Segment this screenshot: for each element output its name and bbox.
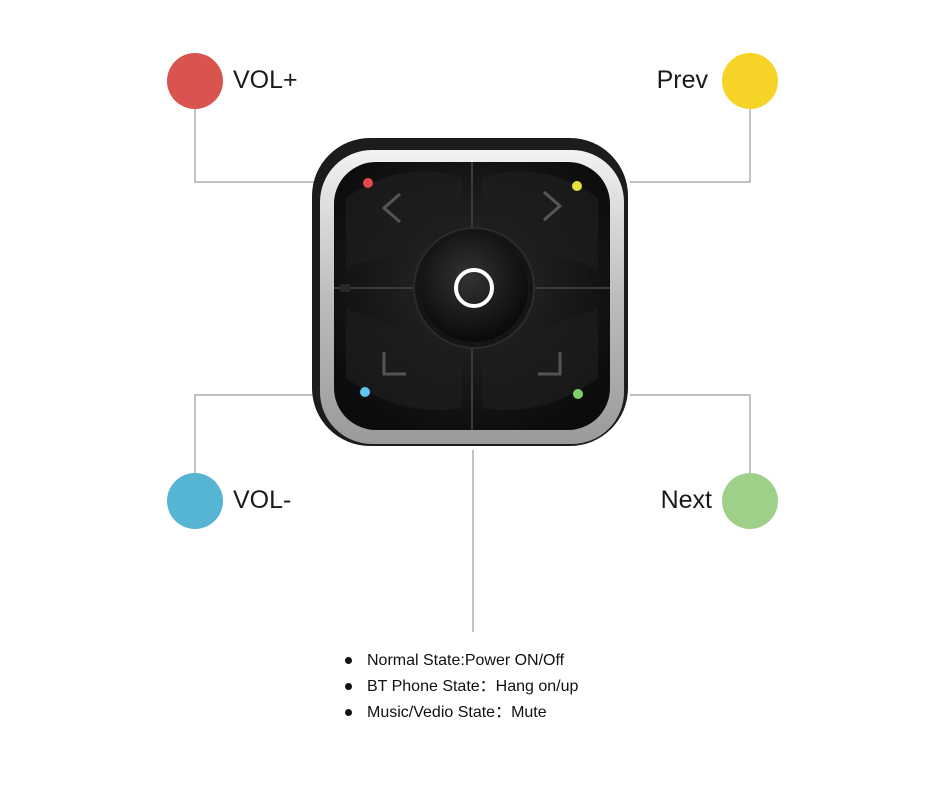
chevron-right-icon [543,190,563,222]
indicator-top-right [572,181,582,191]
button-bottom-left[interactable] [346,308,462,410]
indicator-bottom-left [360,387,370,397]
remote-control-device [312,138,628,446]
function-text: BT Phone State：Hang on/up [367,678,579,695]
vol-down-label: VOL- [233,486,292,514]
connector-next [630,394,751,473]
prev-color-dot [722,53,778,109]
list-item: Music/Vedio State：Mute [345,700,578,726]
indicator-top-left [363,178,373,188]
connector-vol-up [194,108,320,183]
vol-down-color-dot [167,473,223,529]
list-item: Normal State:Power ON/Off [345,648,578,674]
connector-prev [630,108,751,183]
chevron-left-icon [381,192,401,224]
corner-bracket-icon-right [538,352,562,376]
bullet-icon [345,657,352,664]
bullet-icon [345,709,352,716]
prev-label: Prev [656,66,708,94]
function-text: Normal State:Power ON/Off [367,652,565,669]
indicator-bottom-right [573,389,583,399]
next-color-dot [722,473,778,529]
corner-bracket-icon-left [382,352,406,376]
bullet-icon [345,683,352,690]
list-item: BT Phone State：Hang on/up [345,674,578,700]
function-text: Music/Vedio State：Mute [367,704,547,721]
center-button[interactable] [420,234,528,342]
vol-up-label: VOL+ [233,66,298,94]
power-ring-icon [454,268,494,308]
center-function-list: Normal State:Power ON/Off BT Phone State… [345,648,578,726]
button-bottom-right[interactable] [482,308,598,410]
side-port [340,284,350,292]
connector-vol-down [194,394,320,473]
vol-up-color-dot [167,53,223,109]
next-label: Next [660,486,712,514]
